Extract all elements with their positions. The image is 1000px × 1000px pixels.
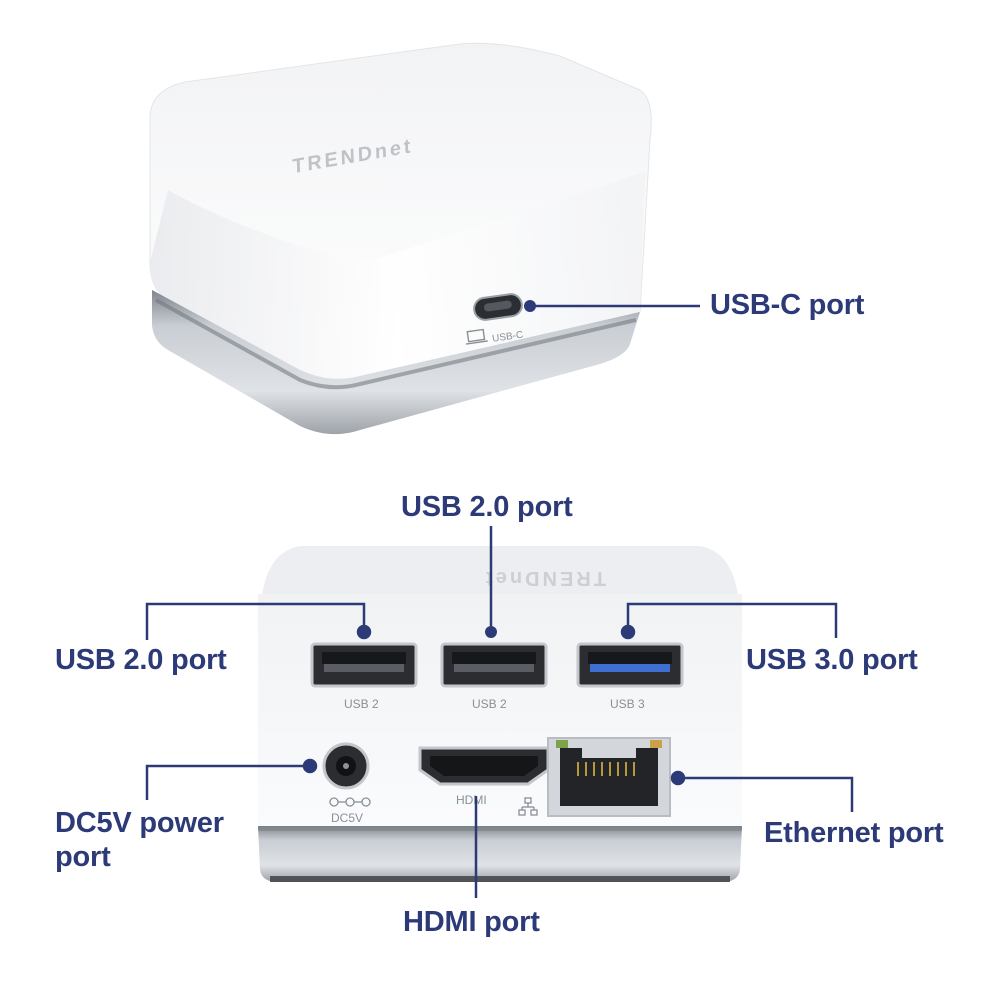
hdmi-label: HDMI bbox=[456, 793, 487, 807]
usb2-left-leader bbox=[145, 602, 366, 640]
callout-usb3: USB 3.0 port bbox=[746, 644, 918, 676]
dock-rear-view: TRENDnet USB 2 USB 2 USB 3 bbox=[258, 546, 742, 882]
usb2-left-label: USB 2 bbox=[344, 697, 379, 711]
ethernet-leader bbox=[678, 776, 854, 812]
dc-label: DC5V bbox=[331, 811, 363, 825]
dock-rear-top-rim bbox=[262, 546, 738, 596]
usb2-top-leader bbox=[485, 526, 497, 638]
usbc-leader bbox=[524, 300, 700, 312]
callout-usb2-top: USB 2.0 port bbox=[401, 491, 573, 523]
callout-usbc: USB-C port bbox=[710, 289, 865, 321]
dc-leader-dot bbox=[302, 758, 318, 774]
usb3-label: USB 3 bbox=[610, 697, 645, 711]
laptop-icon bbox=[465, 328, 488, 345]
ethernet-port-graphic bbox=[547, 737, 671, 817]
hdmi-port-graphic bbox=[418, 746, 550, 786]
usb2-left-port-graphic bbox=[310, 642, 418, 688]
callout-usb2-left: USB 2.0 port bbox=[55, 644, 227, 676]
usb3-leader bbox=[626, 602, 838, 638]
usbc-label: USB-C bbox=[492, 330, 524, 345]
callout-dc-power: DC5V power port bbox=[55, 807, 224, 873]
usb3-port-graphic bbox=[576, 642, 684, 688]
brand-logo-back: TRENDnet bbox=[483, 567, 606, 589]
usb2-center-label: USB 2 bbox=[472, 697, 507, 711]
dc-leader bbox=[145, 764, 310, 800]
callout-ethernet: Ethernet port bbox=[764, 817, 944, 849]
dock-rear-base-band bbox=[258, 826, 742, 882]
usb2-center-port-graphic bbox=[440, 642, 548, 688]
network-icon bbox=[518, 797, 538, 816]
dc-polarity-icon bbox=[329, 797, 371, 807]
usb2-left-leader-dot bbox=[356, 624, 372, 640]
callout-hdmi: HDMI port bbox=[403, 906, 540, 938]
ethernet-leader-dot bbox=[670, 770, 686, 786]
usb3-leader-dot bbox=[620, 624, 636, 640]
dc-jack-graphic bbox=[322, 742, 370, 790]
callout-lines bbox=[145, 300, 854, 898]
dock-top-base-band bbox=[152, 290, 640, 435]
dock-top-front-face bbox=[150, 172, 645, 379]
dock-front-view: TRENDnet USB-C bbox=[149, 42, 652, 435]
